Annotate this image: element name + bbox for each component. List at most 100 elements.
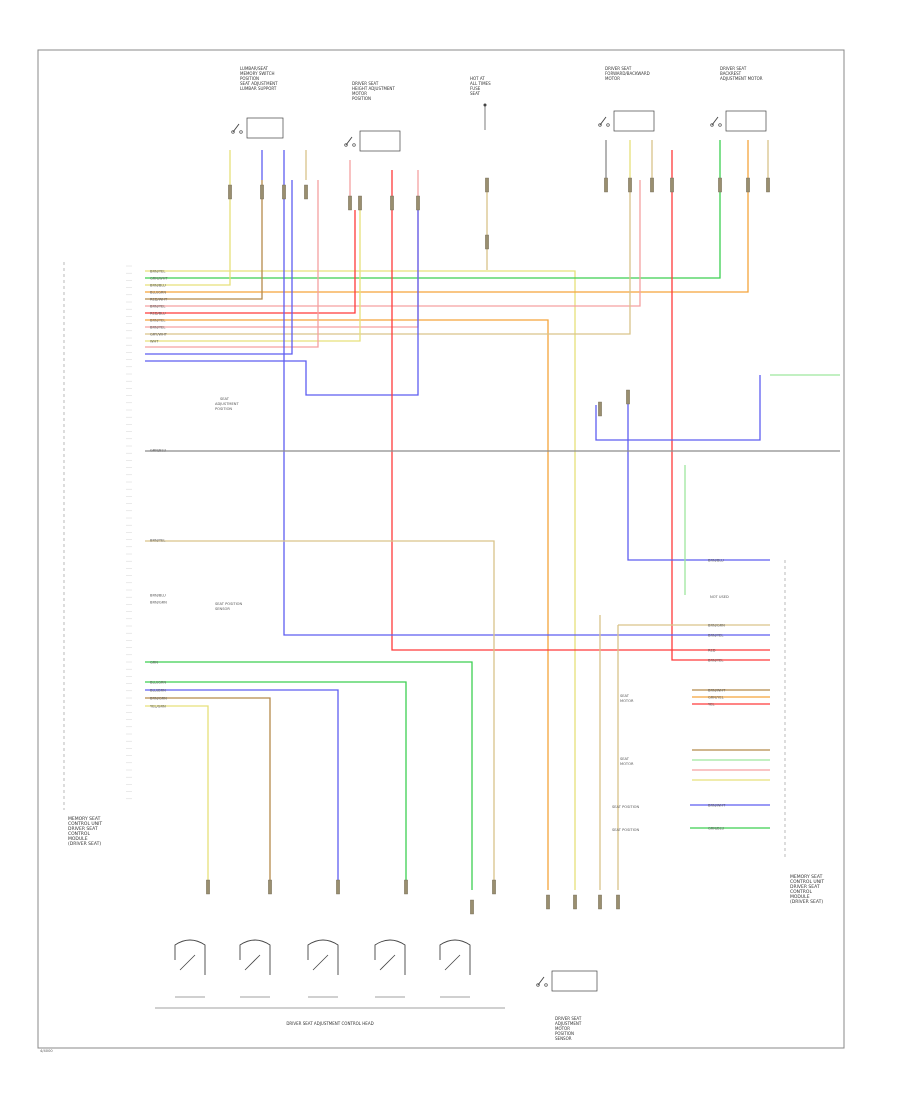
left-pin-label: BRN/YEL xyxy=(150,319,165,323)
left-pin-label: BRN/YEL xyxy=(150,539,165,543)
right-not-used-label: NOT USED xyxy=(710,595,729,599)
top-component-label-1: LUMBAR SUPPORT xyxy=(240,86,277,91)
wire-blue-long xyxy=(283,180,770,636)
wire-pink-1 xyxy=(145,180,641,307)
switch-seat-position-sensor xyxy=(536,970,598,992)
seat-switch-2 xyxy=(239,939,271,998)
connector-24 xyxy=(492,879,496,895)
top-component-label-3: HOT AT xyxy=(470,76,485,81)
seat-switch-4 xyxy=(374,939,406,998)
connector-21 xyxy=(336,879,340,895)
wire-tan-mid xyxy=(145,540,495,890)
right-pin-label: BRN/YEL xyxy=(708,659,723,663)
top-component-label-2: HEIGHT ADJUSTMENT xyxy=(352,86,395,91)
left-pin-label: RED/WHT xyxy=(150,298,168,302)
connector-19 xyxy=(206,879,210,895)
side-label-3: MOTOR xyxy=(620,699,634,703)
wire-pink-2 xyxy=(145,210,419,328)
side-label-2: SENSOR xyxy=(215,607,230,611)
left-pin-label: BRN/BLU xyxy=(150,594,166,598)
right-pin-label: BRN/GRN xyxy=(708,624,725,628)
switch-lumbar xyxy=(231,117,284,139)
wire-blue-1 xyxy=(145,180,293,355)
bottom-right-component-label: DRIVER SEAT xyxy=(555,1016,582,1021)
seat-switch-5 xyxy=(439,939,471,998)
wire-yellow-3 xyxy=(145,210,361,342)
left-pin-label: BLU/BRN xyxy=(150,689,166,693)
left-pin-label: BRN/GRN xyxy=(150,697,167,701)
connector-28 xyxy=(616,894,620,910)
top-component-label-1: LUMBAR/SEAT xyxy=(240,66,269,71)
wires-layer xyxy=(145,140,840,890)
wire-yellow-bottom xyxy=(145,705,209,890)
right-pin-label: RED xyxy=(708,649,716,653)
wire-green-bottom-2 xyxy=(145,681,407,890)
side-label: ADJUSTMENT xyxy=(215,402,239,406)
wire-blue-bottom xyxy=(145,689,339,890)
right-module-label: CONTROL xyxy=(790,889,812,895)
left-pin-label: YEL/GRN xyxy=(150,705,166,709)
left-module-label: (DRIVER SEAT) xyxy=(68,841,101,847)
diagram-frame xyxy=(37,49,845,1049)
right-module-label: DRIVER SEAT xyxy=(790,884,820,890)
top-component-label-2: MOTOR xyxy=(352,91,367,96)
connector-2 xyxy=(282,184,286,200)
connector-27 xyxy=(598,894,602,910)
wire-blue-2 xyxy=(145,210,419,396)
connector-22 xyxy=(404,879,408,895)
wire-blue-right-2 xyxy=(627,395,770,561)
left-pin-label: GRN/BLU xyxy=(150,449,166,453)
side-label-3: SEAT xyxy=(620,694,630,698)
right-pin-label-3: GRN/BLU xyxy=(708,827,724,831)
connector-8 xyxy=(485,177,489,193)
left-pin-label: WHT xyxy=(150,340,159,344)
wire-brown-1 xyxy=(145,180,263,300)
connector-9 xyxy=(485,234,489,250)
top-component-label-5: ADJUSTMENT MOTOR xyxy=(720,76,763,81)
top-component-label-4: FORWARD/BACKWARD xyxy=(605,71,650,76)
right-pin-label-3: BRN/WHT xyxy=(708,804,726,808)
top-component-label-2: DRIVER SEAT xyxy=(352,81,379,86)
left-module-label: CONTROL xyxy=(68,831,90,837)
connector-0 xyxy=(228,184,232,200)
right-module-label: MODULE xyxy=(790,894,810,900)
top-component-label-2: POSITION xyxy=(352,96,371,101)
left-module-label: CONTROL UNIT xyxy=(68,821,102,827)
connector-20 xyxy=(268,879,272,895)
right-module-label: MEMORY SEAT xyxy=(790,874,823,880)
left-pin-label: RED/BLU xyxy=(150,312,166,316)
top-component-label-1: SEAT ADJUSTMENT xyxy=(240,81,278,86)
left-pin-label: BRN/YEL xyxy=(150,326,165,330)
connector-6 xyxy=(390,195,394,211)
left-pin-label: BRN/GRN xyxy=(150,601,167,605)
switch-backrest-motor xyxy=(710,110,767,132)
connector-25 xyxy=(546,894,550,910)
right-module-label: (DRIVER SEAT) xyxy=(790,899,823,905)
side-label-5: SEAT POSITION xyxy=(612,805,639,809)
top-component-label-1: MEMORY SWITCH xyxy=(240,71,275,76)
left-pin-label: BRN/YEL xyxy=(150,305,165,309)
top-component-label-4: DRIVER SEAT xyxy=(605,66,632,71)
left-pin-label: GRN/WHT xyxy=(150,277,168,281)
top-component-label-4: MOTOR xyxy=(605,76,620,81)
wire-blue-right xyxy=(595,375,761,441)
wire-yellow-1 xyxy=(145,270,576,890)
connector-11 xyxy=(628,177,632,193)
connector-17 xyxy=(598,401,602,417)
switch-height-motor xyxy=(344,130,401,152)
left-pin-label: BRN/YEL xyxy=(150,270,165,274)
right-pin-label-2: GRN/YEL xyxy=(708,696,724,700)
top-component-label-3: SEAT xyxy=(470,91,480,96)
bottom-switch-label: DRIVER SEAT ADJUSTMENT CONTROL HEAD xyxy=(286,1021,373,1026)
side-label-6: SEAT POSITION xyxy=(612,828,639,832)
top-component-label-5: BACKREST xyxy=(720,71,742,76)
side-label: POSITION xyxy=(215,407,232,411)
wire-red-1 xyxy=(145,210,356,314)
seat-switch-3 xyxy=(307,939,339,998)
switch-forward-motor xyxy=(598,110,655,132)
wire-green-1 xyxy=(145,180,721,279)
top-component-label-3: FUSE xyxy=(470,86,481,91)
connector-18 xyxy=(626,389,630,405)
connector-4 xyxy=(348,195,352,211)
